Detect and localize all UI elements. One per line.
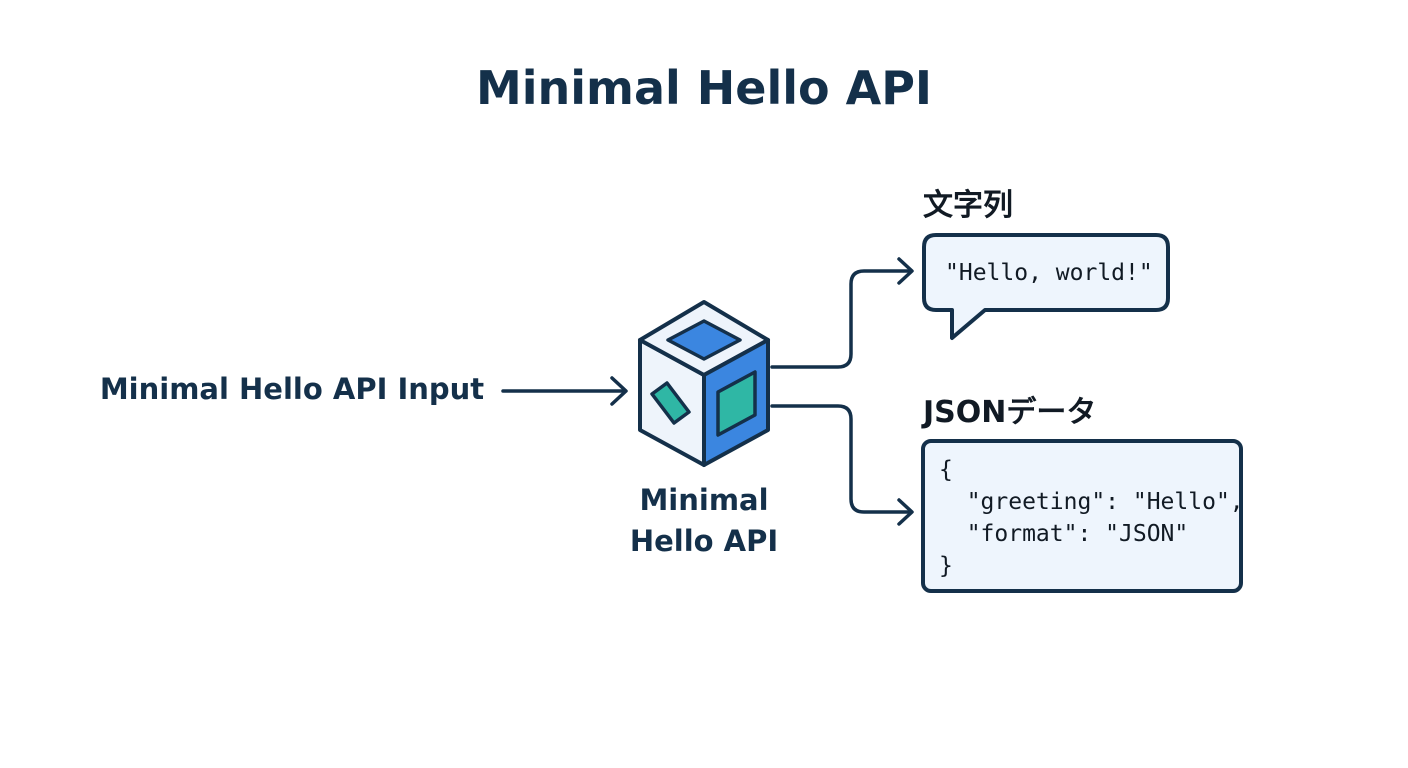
- node-label-line-2: Hello API: [630, 524, 778, 558]
- json-line-1: {: [939, 457, 953, 483]
- string-output-connector: [770, 257, 914, 369]
- string-output-label: 文字列: [923, 188, 1013, 223]
- json-line-4: }: [939, 553, 953, 579]
- json-output-label: JSONデータ: [921, 395, 1096, 430]
- node-label-line-1: Minimal: [639, 483, 768, 517]
- json-output-box: [921, 439, 1243, 593]
- string-output-value: "Hello, world!": [945, 260, 1153, 286]
- input-label: Minimal Hello API Input: [100, 372, 484, 406]
- input-arrow: [501, 376, 628, 406]
- json-line-2: "greeting": "Hello",: [939, 489, 1244, 515]
- json-line-3: "format": "JSON": [939, 521, 1188, 547]
- speech-bubble: [922, 233, 1170, 340]
- diagram-title: Minimal Hello API: [476, 61, 932, 115]
- json-output-connector: [770, 404, 914, 526]
- cube-icon: [638, 300, 770, 467]
